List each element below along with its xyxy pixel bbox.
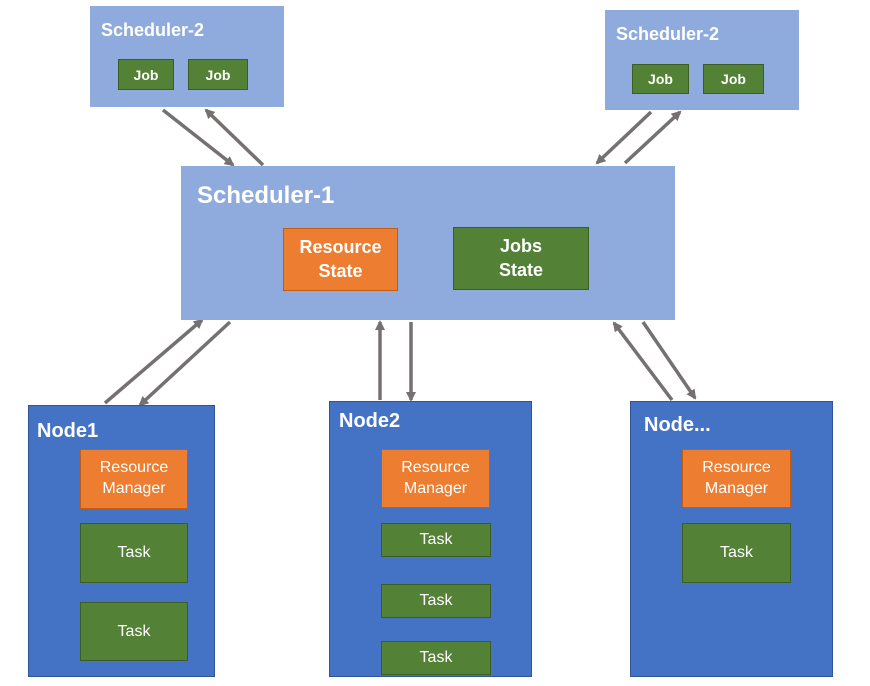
resource-manager-box: Resource Manager [682, 449, 791, 508]
node-2: Node2 Resource Manager Task Task Task [329, 401, 532, 677]
scheduler-2-left-title: Scheduler-2 [101, 20, 205, 40]
resource-manager-box: Resource Manager [381, 449, 490, 508]
arrow-sched2-right-down [595, 110, 653, 165]
arrow-sched2-left-up [204, 108, 265, 167]
arrow-node1-down [138, 320, 232, 407]
arrow-node3-up [612, 321, 674, 402]
arrow-node1-up [103, 318, 204, 405]
node-3-title: Node... [644, 414, 711, 436]
resource-manager-box: Resource Manager [80, 449, 188, 509]
jobs-state-box: Jobs State [453, 227, 589, 290]
resource-state-box: Resource State [283, 228, 398, 291]
arrow-node3-down [641, 321, 697, 400]
scheduler-1-title: Scheduler-1 [197, 182, 335, 209]
job-box: Job [632, 64, 689, 94]
task-box: Task [381, 584, 491, 618]
scheduler-1: Scheduler-1 Resource State Jobs State [181, 166, 675, 320]
arrow-sched2-left-down [161, 108, 235, 167]
node-1-title: Node1 [37, 420, 99, 442]
node-2-title: Node2 [339, 410, 401, 432]
scheduler-2-right: Scheduler-2 Job Job [605, 10, 799, 110]
scheduler-2-right-title: Scheduler-2 [616, 24, 720, 44]
job-box: Job [118, 59, 174, 90]
task-box: Task [381, 641, 491, 675]
scheduler-2-left: Scheduler-2 Job Job [90, 6, 284, 107]
arrow-sched2-right-up [623, 110, 682, 165]
task-box: Task [682, 523, 791, 583]
node-3: Node... Resource Manager Task [630, 401, 833, 677]
job-box: Job [703, 64, 764, 94]
node-1: Node1 Resource Manager Task Task [28, 405, 215, 677]
task-box: Task [381, 523, 491, 557]
task-box: Task [80, 602, 188, 661]
job-box: Job [188, 59, 248, 90]
task-box: Task [80, 523, 188, 583]
